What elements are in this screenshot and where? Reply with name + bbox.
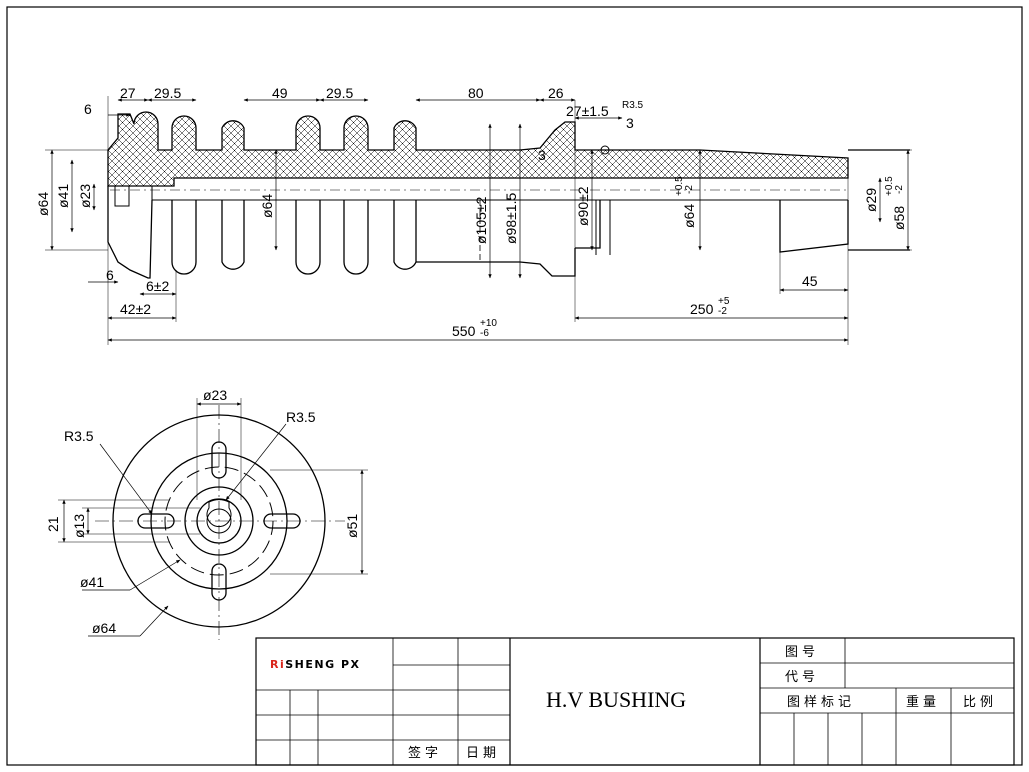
company-logo-prefix: Ri (270, 658, 285, 671)
dim-dia64-right-tol-up: +0.5 (674, 176, 685, 196)
end-dim-r3-5-right: R3.5 (286, 409, 316, 425)
side-view-labels: 6 27 29.5 49 29.5 80 26 27±1.5 R3.5 3 3 … (35, 85, 907, 339)
dim-dia64-right: ø64 (681, 204, 697, 228)
dim-6-tol: 6±2 (146, 278, 169, 294)
sample-mark-label: 图样标记 (787, 695, 855, 710)
dim-dia90: ø90±2 (575, 186, 591, 226)
dim-dia29: ø29 (863, 188, 879, 212)
dim-dia105: ø105±2 (473, 196, 489, 244)
signature-label: 签字 (408, 745, 442, 761)
dim-dia98: ø98±1.5 (503, 193, 519, 244)
dim-29-5a: 29.5 (154, 85, 181, 101)
dim-550-tol-dn: -6 (480, 328, 489, 339)
dim-dia41: ø41 (55, 184, 71, 208)
side-view-dimensions (45, 96, 912, 345)
dim-dia64-left: ø64 (35, 192, 51, 216)
dim-250: 250 (690, 301, 714, 317)
dim-dia64-mid: ø64 (259, 194, 275, 218)
dim-dia58-tol-up: +0.5 (884, 176, 895, 196)
dim-29-5b: 29.5 (326, 85, 353, 101)
title-block (255, 637, 1015, 766)
company-logo: RiSHENG PX (270, 658, 361, 671)
dim-dia58-tol-dn: -2 (894, 185, 905, 194)
code-no-label: 代号 (785, 670, 819, 685)
end-view-dimensions (58, 398, 368, 637)
scale-label: 比例 (963, 695, 997, 710)
end-dim-r3-5-left: R3.5 (64, 428, 94, 444)
insulation-section (107, 111, 849, 187)
end-dim-dia23: ø23 (203, 387, 227, 403)
dim-6-top: 6 (84, 101, 92, 117)
dim-27: 27 (120, 85, 136, 101)
end-dim-21: 21 (45, 516, 61, 532)
drawing-frame (6, 6, 1023, 766)
dim-dia58: ø58 (891, 206, 907, 230)
dim-80: 80 (468, 85, 484, 101)
end-dim-dia51: ø51 (344, 514, 360, 538)
dim-27-tol: 27±1.5 (566, 103, 609, 119)
dim-550: 550 (452, 323, 476, 339)
dim-250-tol-dn: -2 (718, 306, 727, 317)
end-view (95, 405, 345, 640)
dim-49: 49 (272, 85, 288, 101)
company-logo-rest: SHENG PX (285, 658, 360, 671)
end-dim-dia41: ø41 (80, 574, 104, 590)
dim-26: 26 (548, 85, 564, 101)
dim-3-top: 3 (626, 115, 634, 131)
end-view-labels: ø23 R3.5 R3.5 21 ø13 ø51 ø41 ø64 (45, 387, 360, 636)
dim-r3-5: R3.5 (622, 100, 644, 111)
weight-label: 重量 (906, 694, 940, 710)
drawing-no-label: 图号 (785, 645, 819, 660)
title-block-text: RiSHENG PX H.V BUSHING 图号 代号 图样标记 重量 比例 … (270, 645, 997, 761)
dim-42: 42±2 (120, 301, 151, 317)
dim-6-bottom: 6 (106, 267, 114, 283)
dim-45: 45 (802, 273, 818, 289)
drawing-title: H.V BUSHING (546, 687, 686, 712)
end-dim-dia64: ø64 (92, 620, 116, 636)
dim-3-mid: 3 (538, 147, 546, 163)
end-dim-dia13: ø13 (71, 514, 87, 538)
dim-dia64-right-tol-dn: -2 (684, 185, 695, 194)
dim-550-tol-up: +10 (480, 318, 497, 329)
dim-250-tol-up: +5 (718, 296, 730, 307)
dim-dia23: ø23 (77, 184, 93, 208)
date-label: 日期 (466, 746, 500, 761)
